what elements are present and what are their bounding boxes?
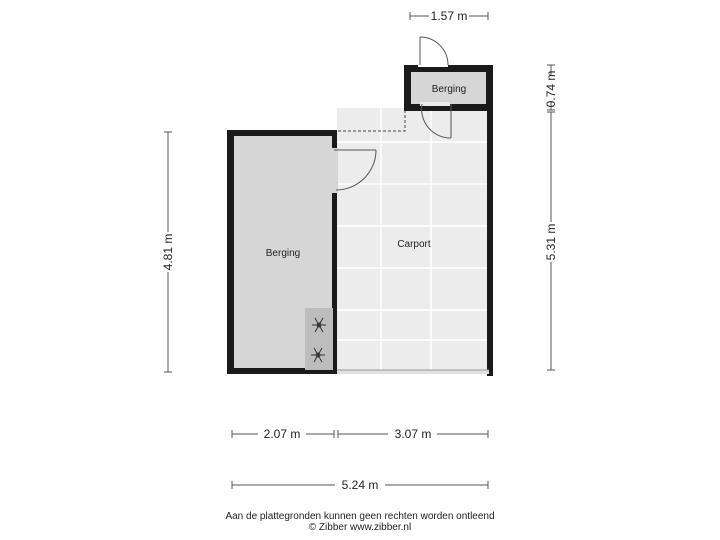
door-top xyxy=(418,36,449,67)
fan-unit-bottom xyxy=(305,340,333,370)
dim-total-width: 5.24 m xyxy=(342,478,379,492)
dim-left-height: 4.81 m xyxy=(161,234,175,271)
room-label-berging-large: Berging xyxy=(266,248,300,259)
dim-right-height: 5.31 m xyxy=(544,224,558,261)
dim-bottom-right: 3.07 m xyxy=(395,427,432,441)
fan-icon xyxy=(311,347,325,363)
room-label-berging-small: Berging xyxy=(432,84,466,95)
disclaimer-text: Aan de plattegronden kunnen geen rechten… xyxy=(225,511,495,522)
dim-top-width: 1.57 m xyxy=(431,9,468,23)
fan-unit-top xyxy=(305,308,333,341)
carport-area xyxy=(337,108,493,376)
dim-small-height: 0.74 m xyxy=(544,71,558,108)
door-side xyxy=(330,148,377,193)
room-label-carport: Carport xyxy=(397,239,431,250)
storage-room-large xyxy=(227,130,338,374)
fan-icon xyxy=(312,317,326,333)
credit-text: © Zibber www.zibber.nl xyxy=(308,522,412,533)
door-inner xyxy=(420,102,452,139)
dim-bottom-left: 2.07 m xyxy=(264,427,301,441)
